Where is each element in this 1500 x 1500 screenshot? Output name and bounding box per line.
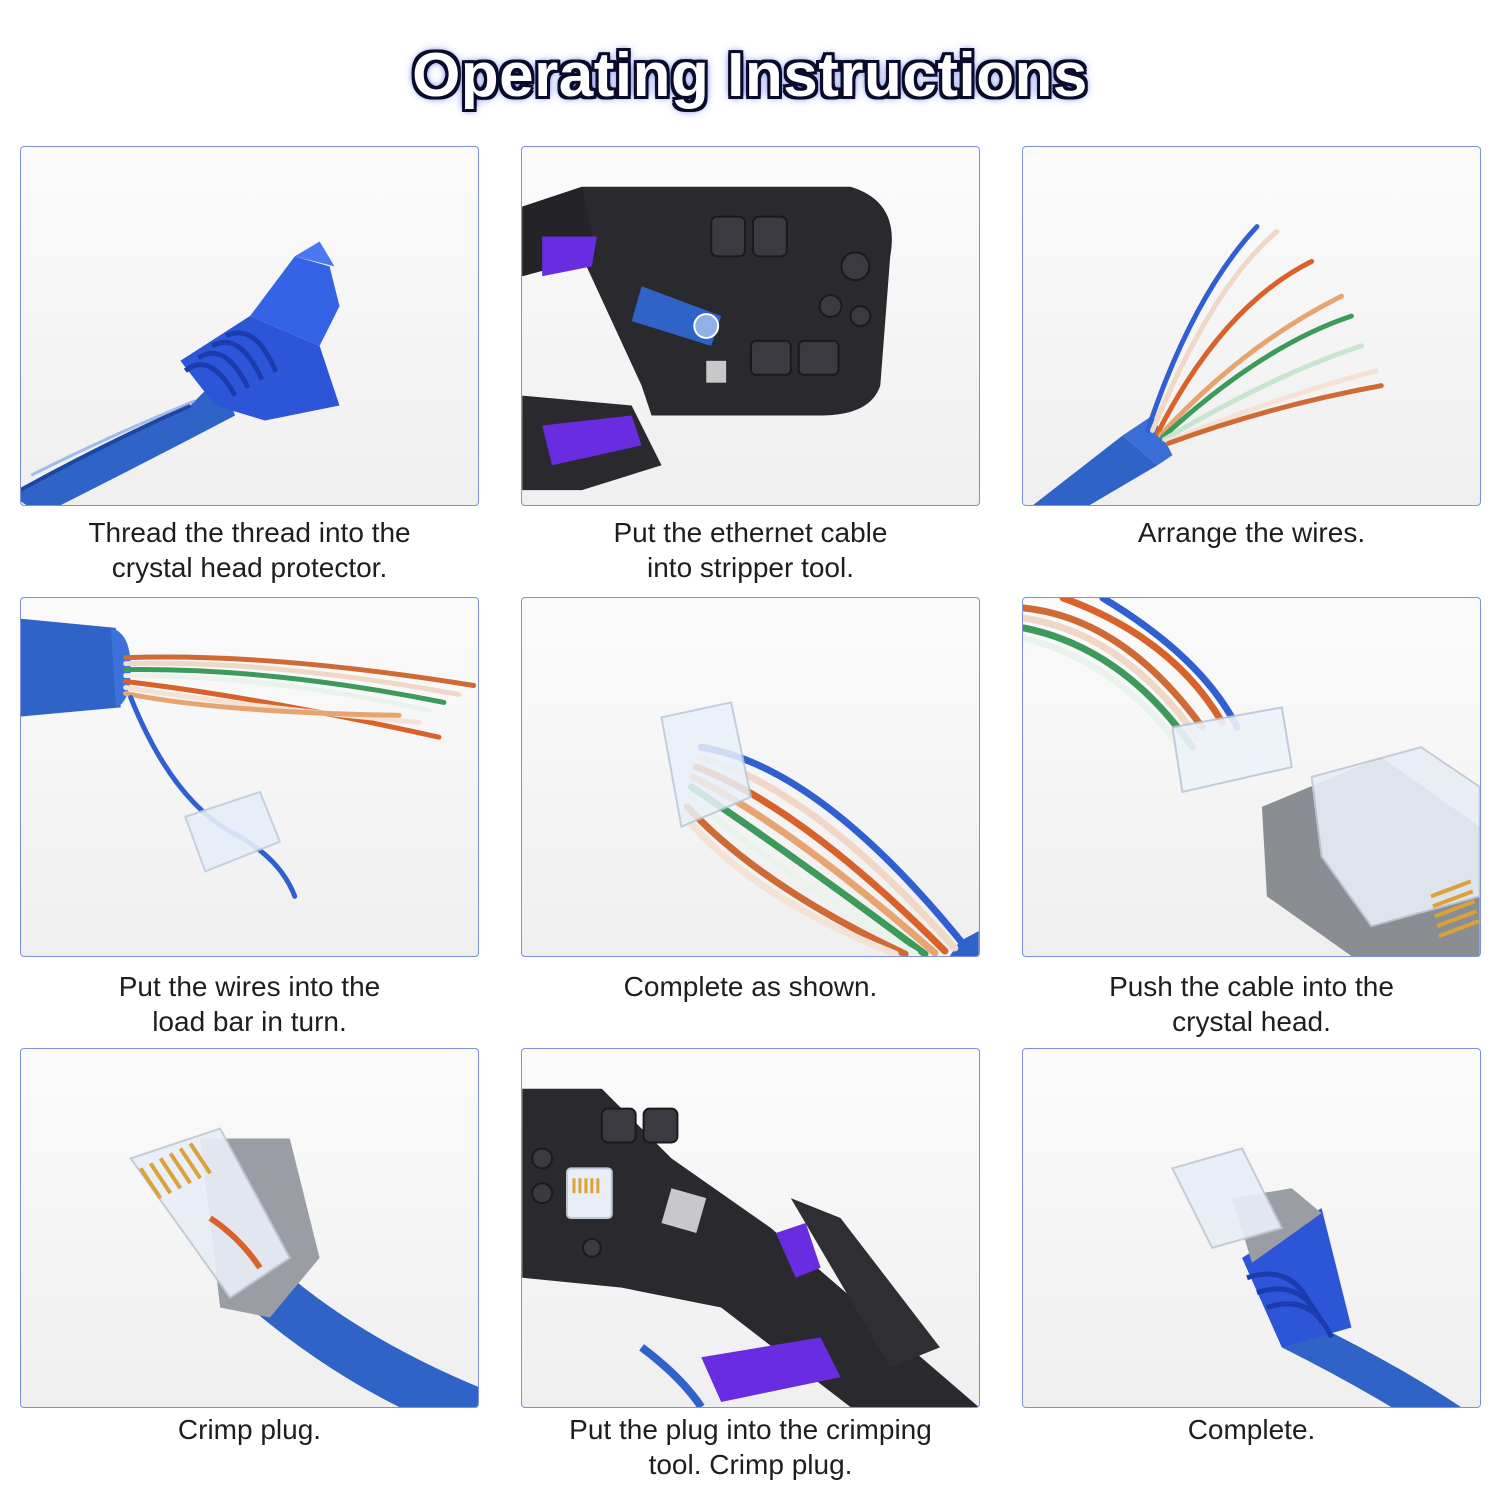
plug-insertion-icon — [1023, 598, 1480, 956]
shielded-plug-icon — [129, 1127, 478, 1407]
crimper-stripper-icon — [522, 186, 892, 491]
step-2-image — [521, 146, 980, 506]
step-8-caption: Put the plug into the crimping tool. Cri… — [569, 1414, 932, 1480]
step-5-caption: Complete as shown. — [623, 971, 878, 1002]
step-5-image — [521, 597, 980, 957]
step-9-image — [1022, 1048, 1481, 1408]
step-7-caption: Crimp plug. — [177, 1414, 322, 1445]
step-2-caption: Put the ethernet cable into stripper too… — [613, 517, 888, 583]
finished-cable-icon — [1171, 1147, 1461, 1407]
step-4-image — [20, 597, 479, 957]
fanned-wires-icon — [1033, 224, 1384, 505]
wires-in-load-bar-icon — [660, 701, 979, 956]
step-9-caption: Complete. — [1187, 1414, 1316, 1445]
cable-boot-icon — [21, 241, 340, 505]
page-title: Operating Instructions — [412, 41, 1088, 110]
step-4-caption: Put the wires into the load bar in turn. — [118, 971, 381, 1037]
load-bar-icon — [21, 618, 477, 899]
step-8-image — [521, 1048, 980, 1408]
crimping-tool-icon — [522, 1088, 979, 1407]
step-1-image — [20, 146, 479, 506]
step-6-image — [1022, 597, 1481, 957]
step-7-image — [20, 1048, 479, 1408]
step-6-caption: Push the cable into the crystal head. — [1109, 971, 1394, 1037]
step-3-image — [1022, 146, 1481, 506]
step-3-caption: Arrange the wires. — [1137, 517, 1366, 548]
step-1-caption: Thread the thread into the crystal head … — [88, 517, 411, 583]
